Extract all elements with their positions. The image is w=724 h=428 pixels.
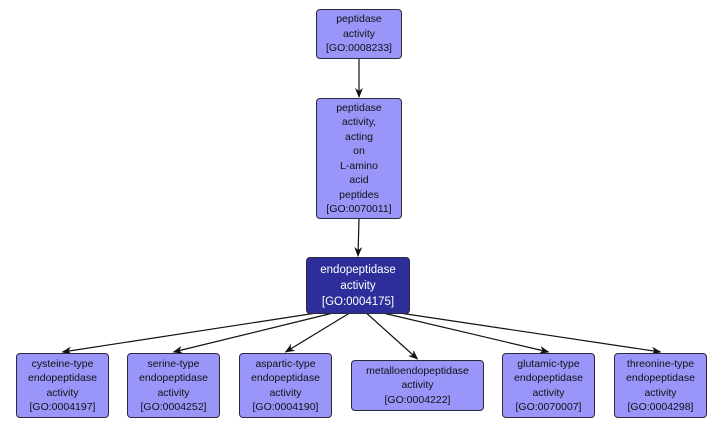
go-term-node-go-0004197[interactable]: cysteine-type endopeptidase activity [GO:00…	[16, 353, 109, 418]
term-name-line: aspartic-type	[255, 357, 316, 370]
go-term-node-go-0004175[interactable]: endopeptidase activity [GO:0004175]	[306, 257, 410, 314]
term-name-line: acting	[344, 130, 374, 143]
term-name-line: activity	[46, 386, 79, 399]
go-id-label: [GO:0008233]	[326, 42, 392, 55]
go-term-node-go-0004298[interactable]: threonine-type endopeptidase activity [GO:0…	[614, 353, 707, 418]
edge-n0004175-to-n0004222	[365, 312, 419, 360]
term-name-line: activity	[269, 386, 302, 399]
go-term-node-go-0004222[interactable]: metalloendopeptidase activity[GO:0004222]	[351, 360, 484, 411]
term-name-line: peptidase	[336, 101, 382, 114]
term-name-line: activity	[644, 386, 677, 399]
term-name-line: on	[353, 145, 365, 157]
term-name-line: endopeptidase	[514, 372, 583, 384]
term-name-line: activity	[340, 279, 376, 292]
term-name-line: activity	[157, 386, 190, 399]
go-id-label: [GO:0004175]	[321, 295, 395, 308]
go-id-label: [GO:0004222]	[384, 393, 451, 406]
term-name-line: threonine-type	[626, 357, 695, 370]
term-name-line: activity	[342, 27, 376, 40]
term-name-line: peptidase	[336, 13, 382, 26]
go-term-node-go-0004252[interactable]: serine-type endopeptidase activity [GO:0004…	[127, 353, 220, 418]
term-name-line: activity	[532, 386, 565, 399]
term-name-line: endopeptidase	[28, 372, 97, 384]
go-id-label: [GO:0004190]	[252, 401, 319, 413]
term-name-line: endopeptidase	[626, 372, 695, 384]
edge-n0004175-to-n0004298	[399, 312, 662, 355]
edge-n0004175-to-n0004197	[61, 312, 317, 355]
go-id-label: [GO:0070011]	[326, 203, 392, 215]
term-name-line: activity,	[341, 116, 377, 128]
term-name-line: endopeptidase	[139, 372, 208, 384]
go-id-label: [GO:0004298]	[627, 401, 694, 413]
go-id-label: [GO:0004197]	[29, 401, 96, 413]
go-id-label: [GO:0070007]	[515, 401, 582, 413]
edge-n0004175-to-n0004252	[172, 312, 334, 354]
go-term-node-go-0004190[interactable]: aspartic-type endopeptidase activity [GO:00…	[239, 353, 332, 418]
edge-n0004175-to-n0004190	[284, 312, 350, 353]
edge-n0004175-to-n0070007	[382, 312, 550, 354]
term-name-line: peptides	[339, 188, 379, 201]
term-name-line: metalloendopeptidase	[366, 364, 469, 377]
term-name-line: acid	[349, 174, 369, 186]
go-term-node-go-0070007[interactable]: glutamic-type endopeptidase activity [GO:00…	[502, 353, 595, 418]
term-name-line: activity	[401, 379, 434, 392]
term-name-line: endopeptidase	[251, 372, 320, 384]
go-id-label: [GO:0004252]	[140, 401, 207, 413]
term-name-line: glutamic-type	[517, 357, 580, 370]
term-name-line: serine-type	[147, 357, 200, 370]
term-name-line: L-amino	[340, 159, 378, 172]
term-name-line: cysteine-type	[31, 357, 94, 370]
edge-n0070011-to-n0004175	[354, 218, 363, 257]
term-name-line: endopeptidase	[320, 263, 396, 276]
